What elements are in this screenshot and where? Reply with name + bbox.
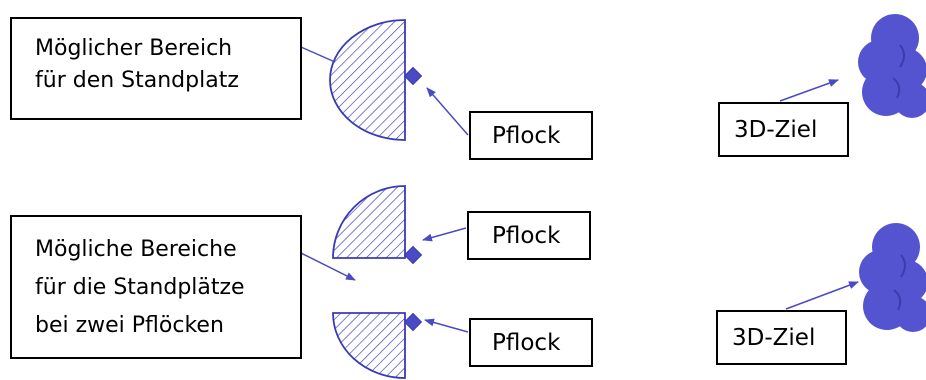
label-line: Möglicher Bereich xyxy=(35,36,233,61)
label-box-standing-areas-two-pegs: Mögliche Bereiche für die Standplätze be… xyxy=(10,215,302,359)
label-box-peg-bottom: Pflock xyxy=(469,318,593,367)
label-line: für die Standplätze xyxy=(35,275,245,300)
label-line: bei zwei Pflöcken xyxy=(35,313,224,338)
peg-label: Pflock xyxy=(492,223,561,249)
target-cloud-icon-bottom xyxy=(859,223,926,332)
peg-icon-top xyxy=(403,66,423,86)
peg-label: Pflock xyxy=(492,330,561,356)
target-label: 3D-Ziel xyxy=(734,117,818,143)
label-line: Mögliche Bereiche xyxy=(35,237,237,262)
peg-icon-bottom xyxy=(403,312,423,332)
label-box-peg-top: Pflock xyxy=(469,111,593,160)
label-box-target-bottom: 3D-Ziel xyxy=(716,310,847,365)
label-box-target-top: 3D-Ziel xyxy=(718,102,849,157)
pointer-arrow-peg-bottom xyxy=(424,318,469,333)
label-line: für den Standplatz xyxy=(35,68,239,93)
standing-area-top xyxy=(329,19,406,141)
peg-icon-middle xyxy=(403,245,423,265)
peg-label: Pflock xyxy=(492,123,561,149)
pointer-arrow-peg-middle xyxy=(422,227,467,242)
target-cloud-icon-top xyxy=(858,14,926,118)
label-box-standing-area: Möglicher Bereich für den Standplatz xyxy=(10,17,302,120)
target-label: 3D-Ziel xyxy=(732,325,816,351)
label-box-peg-middle: Pflock xyxy=(467,211,591,260)
pointer-arrow-target-bottom xyxy=(785,281,859,310)
standing-area-bottom xyxy=(332,312,406,379)
pointer-arrow-peg-top xyxy=(426,87,469,136)
pointer-arrow-target-top xyxy=(779,79,839,102)
standing-area-middle xyxy=(332,185,406,259)
